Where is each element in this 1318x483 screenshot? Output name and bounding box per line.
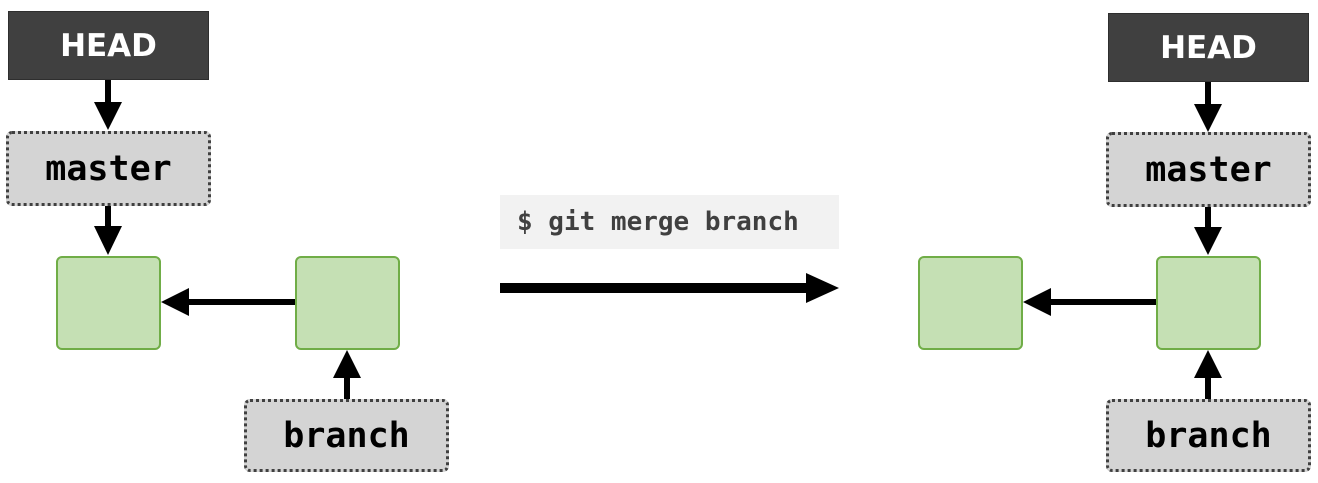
- before-master-ref: master: [6, 131, 211, 206]
- before-branch-ref: branch: [244, 399, 449, 472]
- after-commit-merged-tip: [1156, 256, 1261, 350]
- arrow-after-commit-to-parent: [1023, 288, 1156, 316]
- arrow-after-master-to-commit: [1194, 207, 1222, 255]
- after-master-ref: master: [1106, 132, 1311, 207]
- arrow-before-branch-to-commit: [333, 350, 361, 400]
- arrow-merge-transition: [500, 273, 839, 303]
- arrow-before-commit-to-parent: [161, 288, 295, 316]
- after-head-box: HEAD: [1108, 13, 1309, 82]
- before-head-box: HEAD: [8, 11, 209, 80]
- before-commit-parent: [56, 256, 161, 350]
- arrow-before-master-to-commit: [94, 206, 122, 255]
- arrow-after-head-to-master: [1194, 82, 1222, 132]
- arrow-after-branch-to-commit: [1194, 350, 1222, 400]
- after-commit-parent: [918, 256, 1023, 350]
- arrow-before-head-to-master: [94, 80, 122, 130]
- before-commit-branch-tip: [295, 256, 400, 350]
- after-branch-ref: branch: [1106, 399, 1311, 472]
- git-merge-command: $ git merge branch: [500, 195, 839, 249]
